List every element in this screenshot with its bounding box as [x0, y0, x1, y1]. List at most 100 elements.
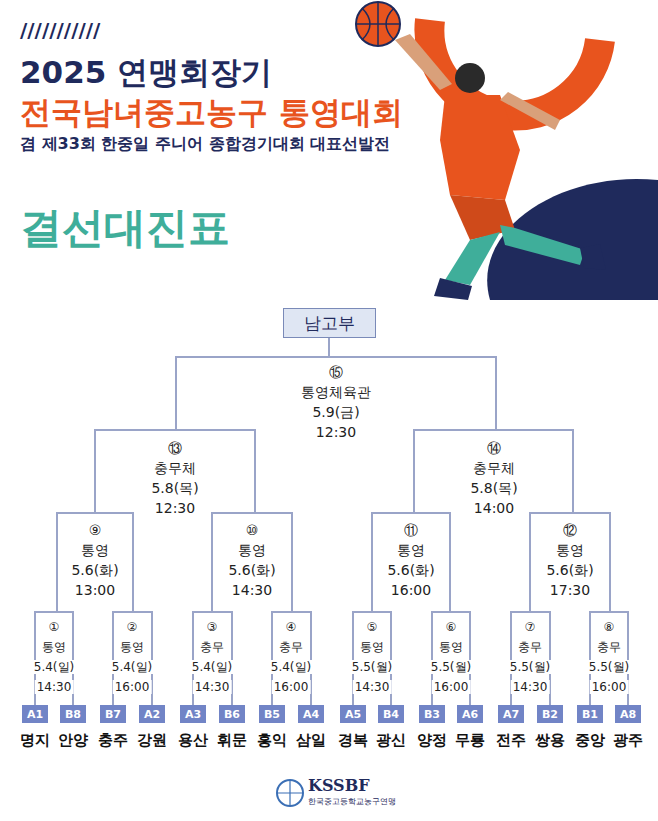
- team-name: 광신: [376, 731, 406, 750]
- match-number: ⑧: [602, 620, 617, 634]
- title-line: 전국남녀중고농구 통영대회: [20, 92, 403, 134]
- venue: 충무체: [471, 460, 517, 477]
- seed-label: A5: [345, 708, 361, 721]
- seed-label: B4: [383, 708, 399, 721]
- seed-label: B6: [224, 708, 240, 721]
- subtitle: 겸 제33회 한중일 주니어 종합경기대회 대표선발전: [20, 134, 390, 155]
- match-date: 5.6(화): [69, 562, 120, 579]
- title: 2025 연맹회장기: [20, 52, 272, 94]
- seed-box: A3: [180, 705, 206, 723]
- decor-slashes: ///////////: [20, 18, 100, 42]
- match-time: 14:00: [472, 500, 516, 517]
- team-name: 홍익: [257, 731, 287, 750]
- bracket-line: [353, 612, 391, 705]
- match-date: 5.4(일): [269, 660, 313, 674]
- bracket-line: [511, 612, 550, 705]
- team-name: 중앙: [575, 731, 605, 750]
- bracket-line: [372, 513, 450, 612]
- seed-label: B7: [105, 708, 121, 721]
- team-name: 명지: [20, 731, 50, 750]
- bracket-line: [212, 513, 292, 612]
- venue: 충무: [277, 640, 305, 654]
- seed-label: A3: [185, 708, 201, 721]
- match-date: 5.8(목): [149, 480, 200, 497]
- seed-box: B7: [100, 705, 126, 723]
- seed-label: A8: [620, 708, 636, 721]
- match-number: ④: [284, 620, 299, 634]
- venue: 충무: [198, 640, 226, 654]
- bracket-line: [530, 513, 610, 612]
- seed-label: A7: [503, 708, 519, 721]
- seed-box: B8: [60, 705, 86, 723]
- match-number: ⑫: [561, 522, 579, 539]
- match-number: ⑮: [327, 364, 345, 381]
- player-shoe: [580, 244, 606, 270]
- bracket-line: [57, 513, 133, 612]
- basketball: [356, 2, 400, 46]
- logo-text: KSSBF: [308, 776, 370, 795]
- team-name: 안양: [58, 731, 88, 750]
- venue: 통영체육관: [299, 384, 373, 401]
- venue: 통영: [395, 542, 427, 559]
- match-number: ⑨: [87, 522, 104, 539]
- seed-box: B4: [378, 705, 404, 723]
- match-time: 16:00: [389, 582, 433, 599]
- match-date: 5.5(월): [508, 660, 552, 674]
- division-label: 남고부: [304, 312, 355, 335]
- venue: 충무: [595, 640, 623, 654]
- bracket-line: [193, 612, 232, 705]
- seed-box: A6: [457, 705, 483, 723]
- match-time: 13:00: [73, 582, 117, 599]
- player-leg: [445, 232, 500, 285]
- ball-seams: [356, 2, 400, 46]
- seed-box: A1: [22, 705, 48, 723]
- match-time: 14:30: [353, 680, 392, 694]
- match-date: 5.9(금): [310, 404, 361, 421]
- player-arm: [395, 34, 452, 90]
- section-heading: 결선대진표: [20, 200, 230, 256]
- match-time: 16:00: [113, 680, 152, 694]
- seed-box: B5: [259, 705, 285, 723]
- logo-caption: 한국중고등학교농구연맹: [308, 796, 396, 807]
- division-box: 남고부: [283, 308, 376, 338]
- match-number: ⑦: [523, 620, 538, 634]
- match-date: 5.6(화): [544, 562, 595, 579]
- seed-box: B3: [419, 705, 445, 723]
- match-number: ⑪: [402, 522, 420, 539]
- logo-ball: [277, 780, 303, 806]
- team-name: 양정: [417, 731, 447, 750]
- match-date: 5.5(월): [587, 660, 631, 674]
- navy-blob: [487, 179, 658, 300]
- venue: 통영: [118, 640, 146, 654]
- team-name: 무룡: [455, 731, 485, 750]
- match-number: ⑥: [444, 620, 459, 634]
- team-name: 강원: [137, 731, 167, 750]
- bracket-line: [590, 612, 628, 705]
- team-name: 경복: [338, 731, 368, 750]
- seed-label: B5: [264, 708, 280, 721]
- match-date: 5.8(목): [468, 480, 519, 497]
- seed-label: A4: [303, 708, 319, 721]
- match-time: 16:00: [432, 680, 471, 694]
- bracket-line: [176, 357, 496, 430]
- match-date: 5.5(월): [350, 660, 394, 674]
- match-date: 5.5(월): [429, 660, 473, 674]
- match-time: 14:30: [35, 680, 74, 694]
- venue: 통영: [236, 542, 268, 559]
- team-name: 휘문: [217, 731, 247, 750]
- player-arm: [500, 92, 560, 130]
- venue: 충무: [516, 640, 544, 654]
- match-time: 14:30: [511, 680, 550, 694]
- bracket-line: [432, 612, 470, 705]
- match-number: ③: [205, 620, 220, 634]
- match-date: 5.4(일): [32, 660, 76, 674]
- team-name: 쌍용: [535, 731, 565, 750]
- match-date: 5.6(화): [226, 562, 277, 579]
- team-name: 삼일: [296, 731, 326, 750]
- match-number: ⑭: [485, 440, 503, 457]
- match-time: 17:30: [548, 582, 592, 599]
- match-number: ⑩: [244, 522, 261, 539]
- bracket-line: [328, 338, 330, 357]
- venue: 통영: [437, 640, 465, 654]
- venue: 통영: [358, 640, 386, 654]
